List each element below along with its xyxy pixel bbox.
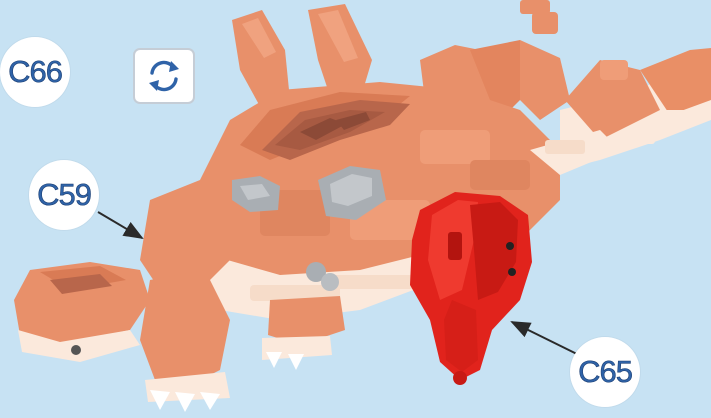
callout-c59-label: C59	[37, 177, 91, 213]
callout-c59: C59	[29, 160, 99, 230]
arrow-c65	[512, 322, 585, 358]
top-fragment-pieces	[520, 0, 558, 34]
highlighted-red-piece	[410, 192, 532, 385]
callout-c66: C66	[0, 37, 70, 107]
callout-c66-label: C66	[8, 54, 62, 90]
rotate-button[interactable]	[133, 48, 195, 104]
callout-c65: C65	[570, 337, 640, 407]
rotate-icon	[144, 56, 184, 96]
arrow-c59	[98, 212, 142, 238]
callout-c65-label: C65	[578, 354, 632, 390]
